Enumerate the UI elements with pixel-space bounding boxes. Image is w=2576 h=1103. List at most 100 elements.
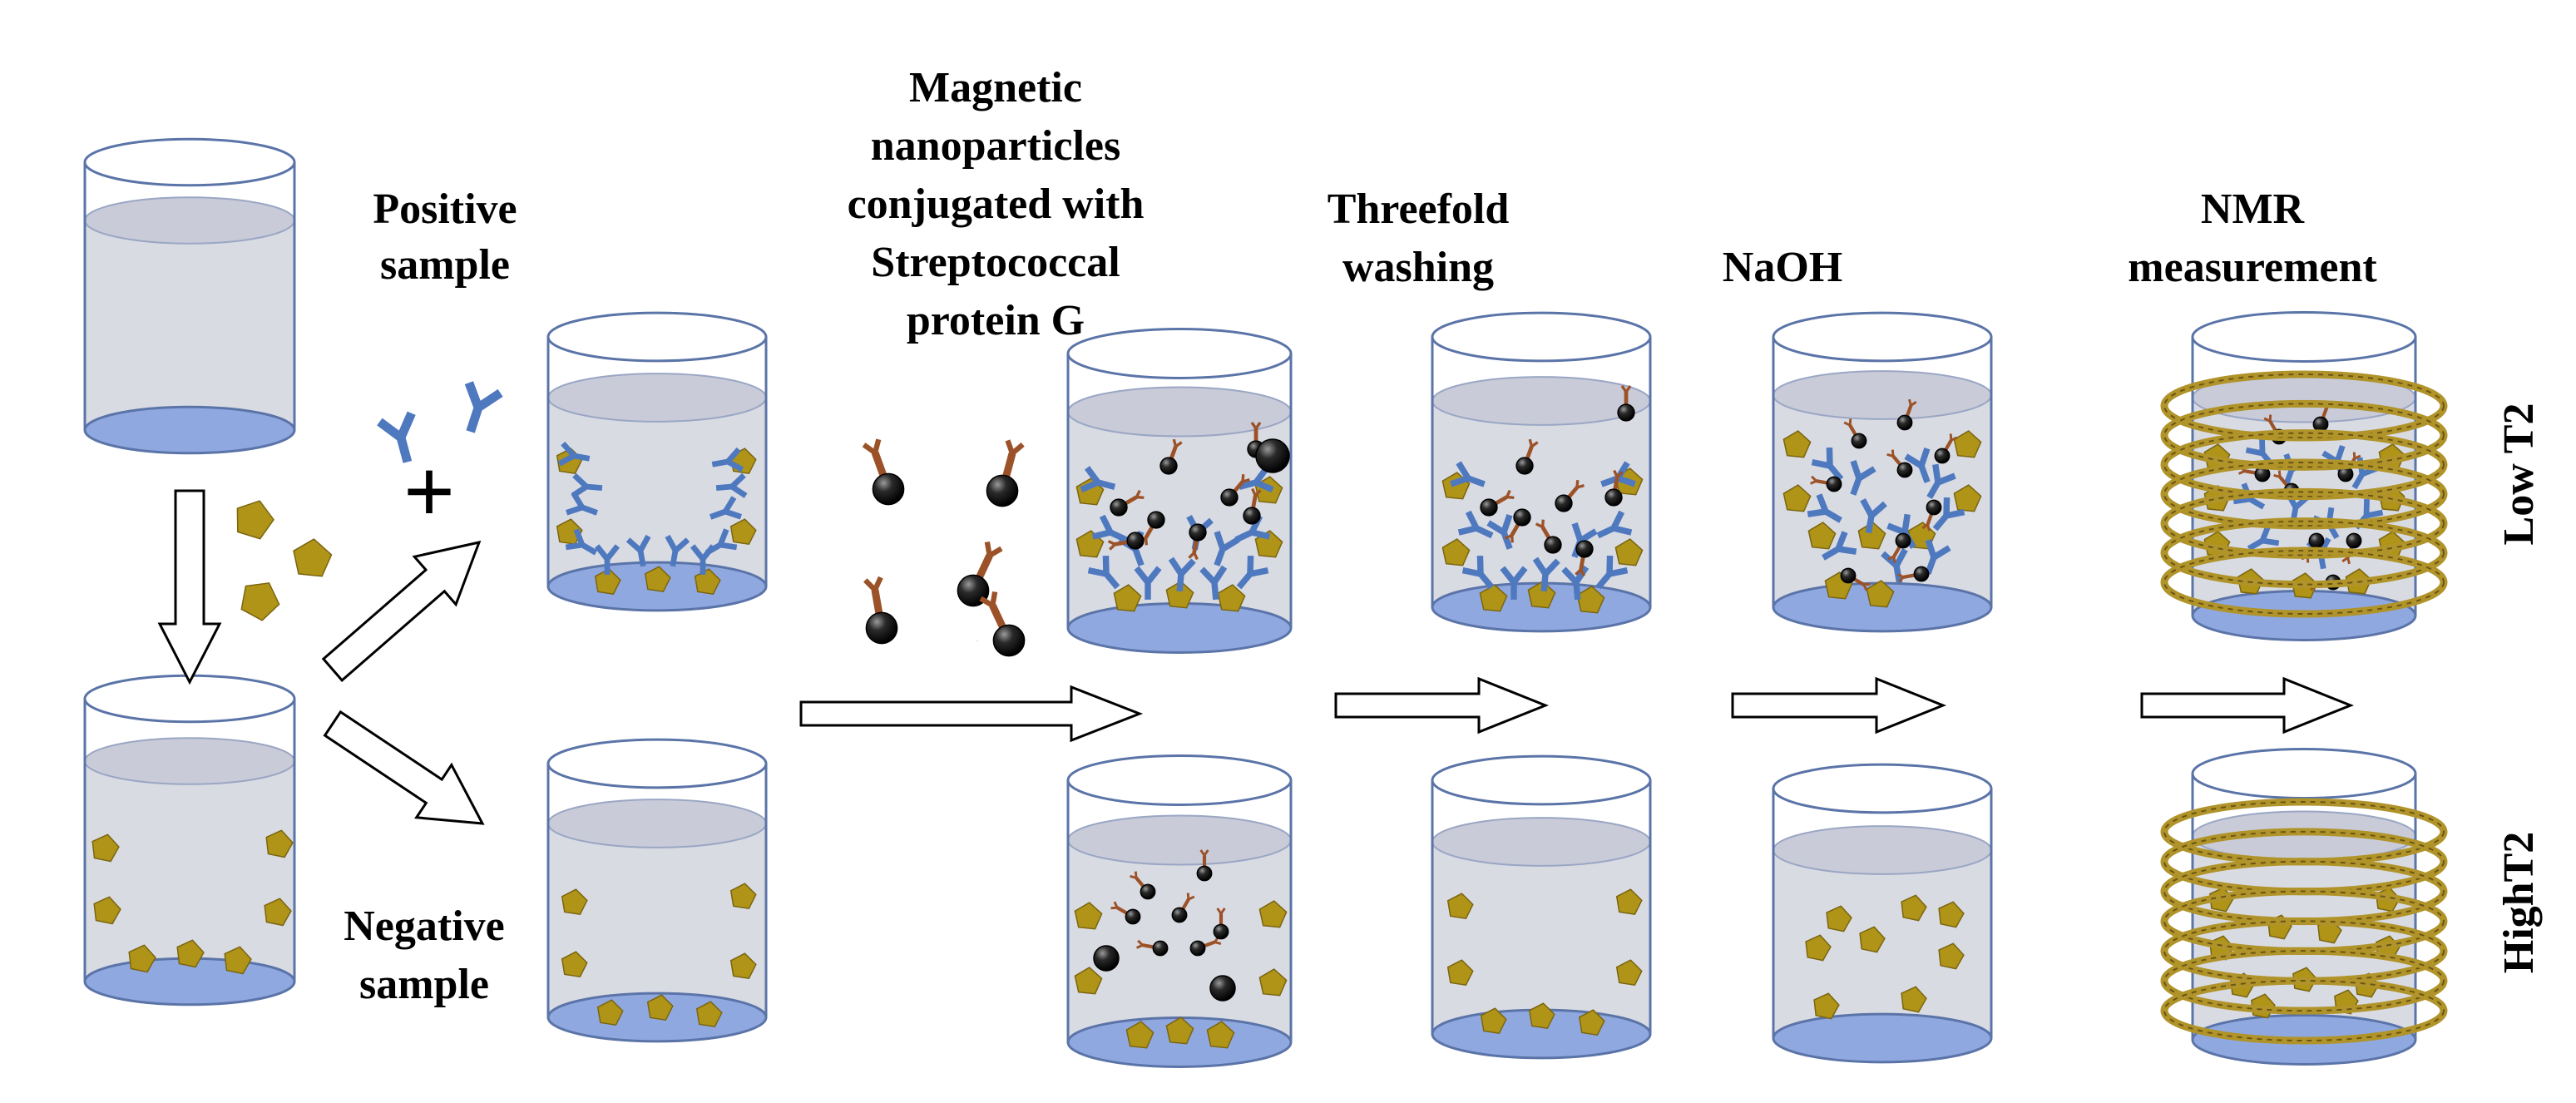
magnetic-nanoparticle-icon [1125,908,1141,925]
antigen-pentagon-icon [1479,584,1508,612]
beaker-rim [2191,748,2417,799]
protein-g-stroke [1896,573,1913,583]
protein-g-icon [979,591,1003,625]
arrow-down [157,489,222,685]
antigen-pentagon-icon [264,898,292,927]
protein-g-stroke [1504,525,1519,543]
protein-g-stroke [1251,487,1262,507]
antibody-icon [1561,565,1590,601]
protein-g-icon [1504,525,1519,543]
antigen-pentagon-icon [1615,959,1643,987]
protein-g-icon [1843,418,1856,434]
beaker-rim [2191,311,2417,363]
magnetic-label-line5: protein G [907,297,1085,344]
coil-loop-texture [2163,462,2445,527]
coil-loop-texture [2163,890,2445,952]
magnetic-label-line1: Magnetic [909,64,1082,111]
antibody-icon-stroke [1087,555,1120,590]
antibody-icon-stroke [1532,556,1560,592]
antigen-pentagon-icon [1113,584,1142,612]
protein-g-icon [1887,547,1900,563]
protein-g-stroke [863,576,883,610]
antibody-icon-stroke [690,544,716,575]
antibody-icon-stroke [1595,555,1629,590]
arrow-nmr-shape [2140,676,2355,735]
naoh-label: NaOH [1723,244,1842,291]
antigen-pentagon-icon [1782,484,1812,512]
magnetic-nanoparticle-icon [1480,498,1498,517]
protein-g-stroke [1809,475,1826,485]
antibody-icon-stroke [665,534,690,567]
coil-loop-texture [2163,950,2445,1012]
magnetic-nanoparticle-icon [1189,940,1206,957]
antibody-icon-stroke [1134,566,1162,600]
magnetic-nanoparticle-icon [1209,975,1236,1002]
protein-g-stroke [1250,421,1262,439]
antibody-icon [711,447,744,472]
coil-loop-texture [2163,920,2445,982]
antigen-pentagon-icon [644,566,671,593]
magnetic-nanoparticle-icon [1152,940,1169,957]
antibody-icon [1199,565,1228,601]
arrow-add-mnp [799,685,1144,743]
antigen-pentagon-icon [1901,894,1927,922]
protein-g-icon [1496,489,1515,504]
magnetic-nanoparticle-icon [1140,883,1156,900]
antigen-pentagon-icon [1441,538,1471,566]
antibody-icon [464,381,503,433]
beaker-rim [1066,328,1293,379]
magnetic-nanoparticle-icon [1159,457,1178,475]
antibody-icon-stroke [1080,466,1116,493]
antibody-icon [1596,510,1633,539]
antigen-pentagon-icon [694,568,721,596]
protein-g-stroke [862,438,884,472]
plus-sign: + [403,441,456,542]
protein-g-icon [863,576,883,610]
protein-g-icon [1005,439,1025,473]
antigen-pentagon-icon [93,896,121,925]
protein-g-icon [1575,558,1585,577]
magnetic-nanoparticle-icon [2346,532,2362,549]
antibody-icon [1822,531,1857,561]
beaker-liquid-surface [1431,376,1651,426]
beaker-liquid [85,220,294,453]
magnetic-nanoparticle-icon [1189,523,1207,542]
magnetic-nanoparticle-icon [1604,488,1623,507]
antibody-icon-stroke [464,381,503,433]
protein-g-icon [1620,384,1632,403]
antigen-pentagon-icon [224,946,252,975]
washing-label-line1: Threefold [1328,185,1510,233]
protein-g-icon [1896,573,1913,583]
arrow-naoh-shape [1731,676,1947,735]
protein-g-stroke [1613,469,1624,488]
magnetic-nanoparticle-icon [1196,865,1213,882]
antibody-icon [625,534,651,567]
protein-g-icon [862,438,884,472]
protein-g-icon [1110,901,1126,913]
magnetic-nanoparticle-icon [1243,507,1261,525]
antigen-pentagon-icon [265,829,294,858]
coil-loop-texture [2163,373,2445,438]
magnetic-nanoparticle-icon [1213,923,1229,940]
antigen-pentagon-icon [1480,1007,1507,1035]
arrow-nmr [2140,676,2355,735]
magnetic-nanoparticle-icon [1110,498,1128,517]
arrow-add-mnp-shape [799,685,1144,743]
protein-g-stroke [1107,540,1126,551]
antigen-pentagon-icon [1938,901,1965,928]
antigen-pentagon-icon [1805,934,1832,962]
antibody-icon-stroke [1214,531,1240,566]
antigen-pentagon-icon [729,952,757,980]
antibody-icon [1850,460,1876,496]
antibody-icon-stroke [1500,566,1528,600]
antigen-pentagon-icon [729,883,757,910]
antigen-pentagon-icon [1074,902,1103,930]
magnetic-nanoparticle-icon [1896,462,1913,478]
protein-g-stroke [1855,579,1871,591]
antigen-pentagon-icon [561,951,588,978]
positive-sample-label-line1: Positive [373,185,517,233]
antibody-icon-stroke [715,472,748,498]
protein-g-stroke [2273,470,2287,485]
protein-g-icon [1535,519,1550,537]
antigen-pentagon-icon [1446,893,1474,920]
